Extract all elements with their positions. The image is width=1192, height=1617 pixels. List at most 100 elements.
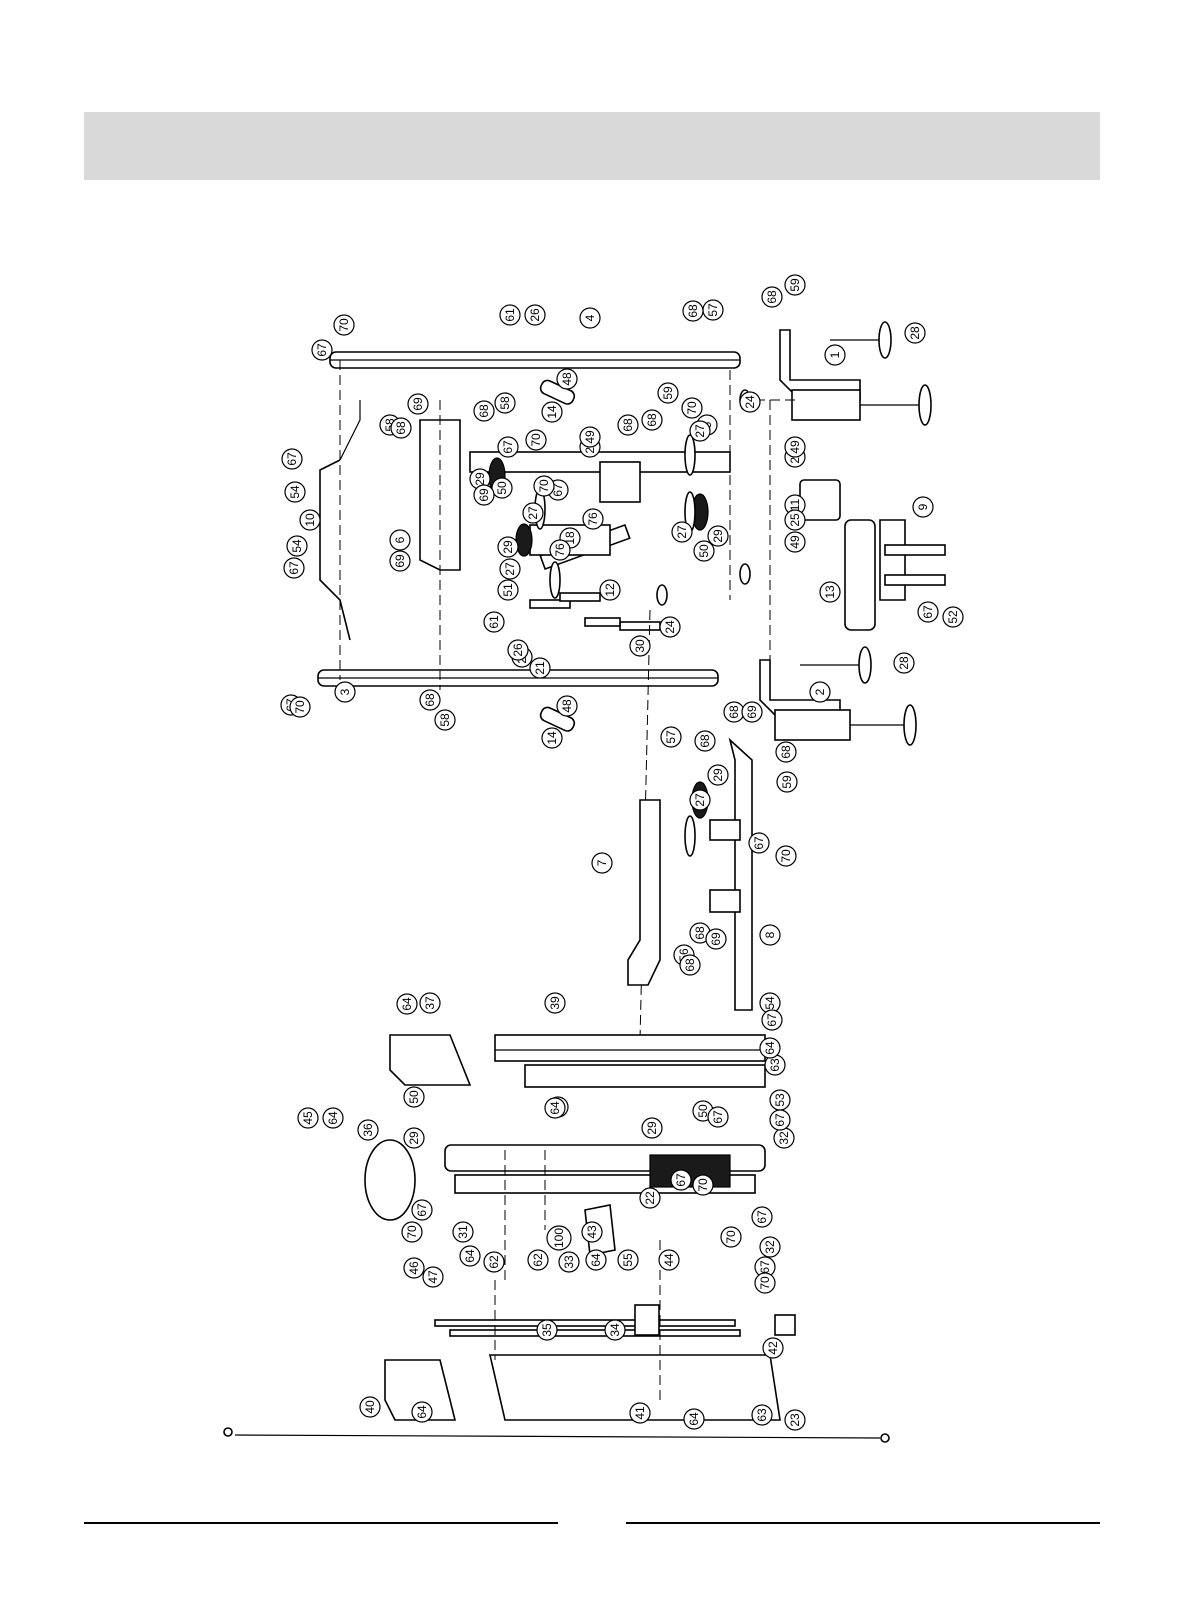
callout-label: 67 (752, 836, 766, 850)
callout-57: 57 (702, 299, 724, 321)
callout-29: 29 (497, 536, 519, 558)
callout-label: 27 (526, 506, 540, 520)
callout-label: 44 (662, 1253, 676, 1267)
callout-27: 27 (522, 502, 544, 524)
callout-label: 67 (501, 440, 515, 454)
callout-68: 68 (723, 701, 745, 723)
callout-label: 68 (765, 290, 779, 304)
part-bracket-9 (879, 519, 946, 601)
callout-label: 31 (456, 1225, 470, 1239)
callout-51: 51 (497, 579, 519, 601)
callout-label: 68 (394, 421, 408, 435)
callout-label: 54 (288, 485, 302, 499)
callout-label: 64 (463, 1249, 477, 1263)
callout-43: 43 (581, 1221, 603, 1243)
callout-label: 59 (780, 775, 794, 789)
callout-label: 33 (562, 1255, 576, 1269)
callout-label: 70 (779, 849, 793, 863)
callout-70: 70 (289, 696, 311, 718)
callout-68: 68 (390, 417, 412, 439)
callout-67: 67 (707, 1106, 729, 1128)
callout-26: 26 (507, 639, 529, 661)
callout-24: 24 (659, 616, 681, 638)
callout-54: 54 (284, 481, 306, 503)
callout-label: 52 (946, 610, 960, 624)
callout-2: 2 (809, 681, 831, 703)
callout-label: 69 (411, 397, 425, 411)
callout-label: 68 (779, 745, 793, 759)
callout-label: 49 (788, 440, 802, 454)
callout-label: 29 (473, 472, 487, 486)
callout-62: 62 (527, 1249, 549, 1271)
callout-63: 63 (764, 1054, 786, 1076)
callout-label: 29 (501, 540, 515, 554)
callout-50: 50 (693, 540, 715, 562)
callout-61: 61 (499, 304, 521, 326)
callout-63: 63 (751, 1404, 773, 1426)
callout-label: 68 (621, 418, 635, 432)
callout-label: 32 (777, 1131, 791, 1145)
callout-41: 41 (629, 1402, 651, 1424)
callout-64: 64 (585, 1249, 607, 1271)
callout-label: 39 (548, 996, 562, 1010)
callout-label: 45 (301, 1111, 315, 1125)
callout-label: 69 (745, 705, 759, 719)
callout-label: 64 (415, 1405, 429, 1419)
callout-68: 68 (419, 689, 441, 711)
part-bar-8 (709, 737, 753, 1011)
callout-label: 32 (763, 1240, 777, 1254)
callout-30: 30 (629, 635, 651, 657)
callout-label: 76 (553, 543, 567, 557)
callout-76: 76 (582, 508, 604, 530)
callout-68: 68 (775, 741, 797, 763)
callout-22: 22 (639, 1187, 661, 1209)
callout-48: 48 (556, 368, 578, 390)
callout-64: 64 (396, 993, 418, 1015)
callout-64: 64 (322, 1107, 344, 1129)
callout-23: 23 (784, 1409, 806, 1431)
callout-50: 50 (491, 477, 513, 499)
callout-39: 39 (544, 992, 566, 1014)
callout-label: 67 (773, 1113, 787, 1127)
callout-27: 27 (689, 789, 711, 811)
part-rail-41 (488, 1354, 781, 1421)
callout-label: 62 (531, 1253, 545, 1267)
callout-69: 69 (705, 928, 727, 950)
callout-64: 64 (759, 1037, 781, 1059)
callout-69: 69 (389, 550, 411, 572)
callout-32: 32 (773, 1127, 795, 1149)
callout-label: 11 (788, 498, 802, 511)
callout-46: 46 (403, 1257, 425, 1279)
callout-label: 36 (361, 1123, 375, 1137)
callout-label: 29 (711, 529, 725, 543)
callout-label: 70 (685, 401, 699, 415)
callout-67: 67 (748, 832, 770, 854)
callout-62: 62 (483, 1251, 505, 1273)
callout-70: 70 (754, 1272, 776, 1294)
callout-68: 68 (694, 730, 716, 752)
callout-label: 48 (560, 372, 574, 386)
callout-label: 68 (693, 926, 707, 940)
callout-label: 69 (709, 932, 723, 946)
callout-label: 40 (363, 1400, 377, 1414)
callout-label: 64 (548, 1101, 562, 1115)
callout-label: 69 (393, 554, 407, 568)
part-cover-37 (389, 1034, 472, 1086)
callout-label: 70 (696, 1178, 710, 1192)
callout-label: 29 (407, 1131, 421, 1145)
callout-31: 31 (452, 1221, 474, 1243)
callout-64: 64 (411, 1401, 433, 1423)
callout-27: 27 (499, 558, 521, 580)
callout-label: 55 (621, 1253, 635, 1267)
callout-69: 69 (473, 484, 495, 506)
callout-label: 25 (788, 513, 802, 527)
callout-59: 59 (784, 274, 806, 296)
callout-label: 67 (415, 1203, 429, 1217)
part-bar-7 (627, 799, 661, 986)
part-upright-tube-4 (329, 351, 741, 369)
callout-68: 68 (682, 300, 704, 322)
callout-29: 29 (469, 468, 491, 490)
callout-label: 67 (674, 1173, 688, 1187)
callout-58: 58 (434, 709, 456, 731)
callout-label: 50 (407, 1090, 421, 1104)
